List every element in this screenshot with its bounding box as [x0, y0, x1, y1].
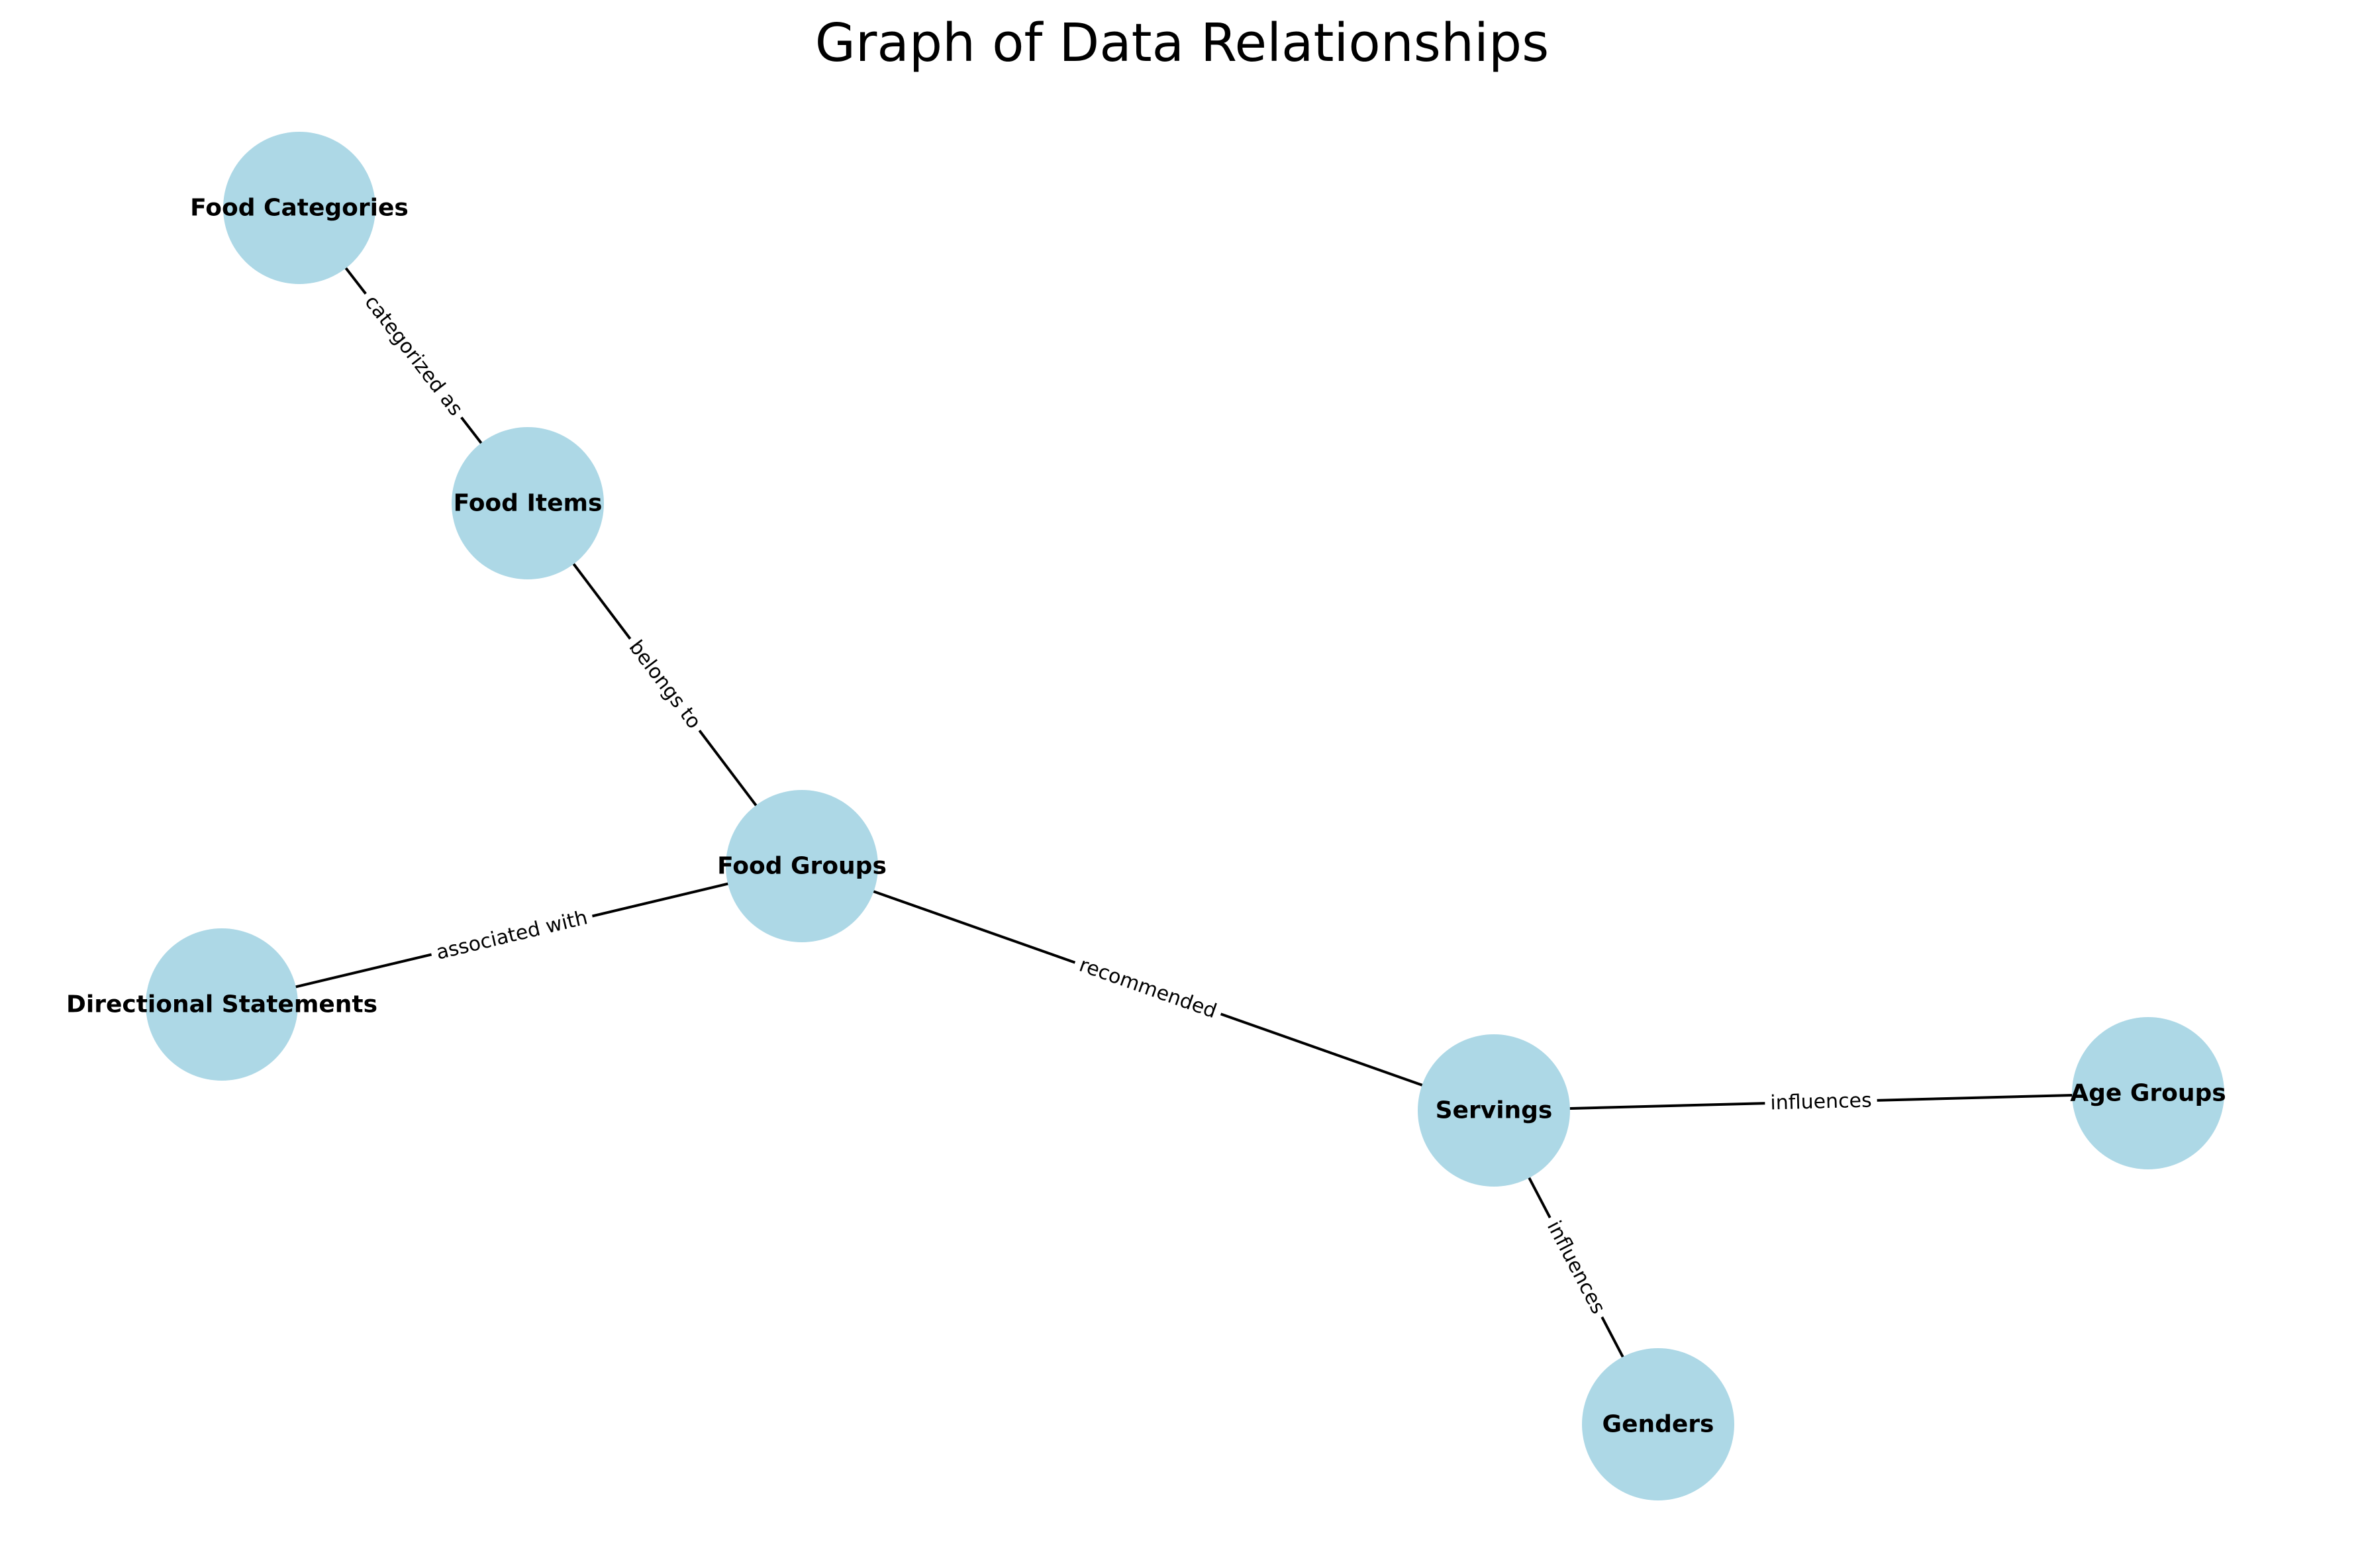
node-food-groups: Food Groups — [717, 790, 887, 942]
node-circle — [1418, 1034, 1570, 1187]
edge-label-background — [355, 285, 472, 426]
node-genders: Genders — [1582, 1348, 1734, 1500]
node-servings: Servings — [1418, 1034, 1570, 1187]
node-circle — [452, 427, 604, 579]
node-circle — [223, 132, 375, 284]
edge-label-background — [428, 903, 596, 967]
node-label: Food Items — [454, 490, 603, 517]
node-label: Food Groups — [717, 853, 887, 880]
edge-label-text: influences — [1770, 1089, 1872, 1114]
node-food-items: Food Items — [452, 427, 604, 579]
node-label: Age Groups — [2070, 1080, 2226, 1107]
graph-title: Graph of Data Relationships — [815, 13, 1550, 74]
node-label: Servings — [1436, 1097, 1553, 1124]
node-label: Directional Statements — [66, 991, 377, 1018]
edge-label-background — [1764, 1087, 1878, 1117]
node-directional-statements: Directional Statements — [66, 928, 377, 1081]
node-age-groups: Age Groups — [2070, 1017, 2226, 1169]
node-circle — [726, 790, 878, 942]
edge-label-background — [1538, 1211, 1614, 1324]
edge-label-background — [1070, 950, 1226, 1027]
edge-label-background — [619, 630, 711, 739]
node-food-categories: Food Categories — [190, 132, 409, 284]
node-label: Genders — [1602, 1411, 1714, 1438]
node-circle — [146, 928, 298, 1081]
node-label: Food Categories — [190, 195, 409, 222]
node-circle — [2072, 1017, 2224, 1169]
node-circle — [1582, 1348, 1734, 1500]
edge-label-influences-age: influences — [1764, 1087, 1878, 1117]
